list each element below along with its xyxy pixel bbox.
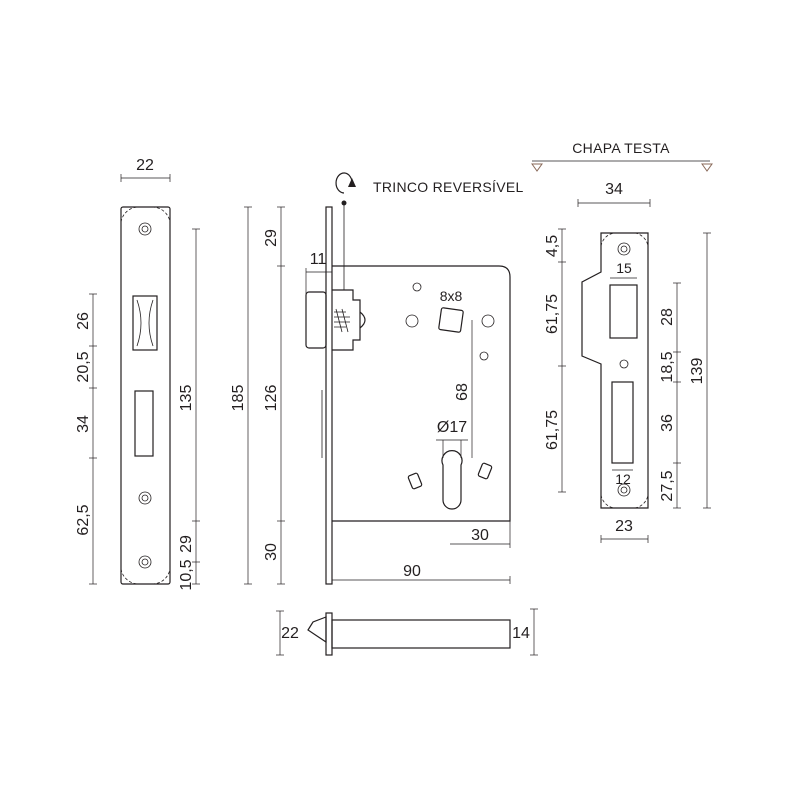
strike-23-label: 23 bbox=[615, 518, 633, 535]
strike-36-label: 36 bbox=[659, 414, 676, 432]
square-8x8-label: 8x8 bbox=[440, 288, 463, 304]
strike-plate-view: CHAPA TESTA 34 15 12 23 bbox=[531, 140, 713, 543]
latch-14-label: 14 bbox=[512, 625, 530, 642]
front-plate-10-5-label: 10,5 bbox=[178, 559, 195, 590]
front-plate-width-label: 22 bbox=[136, 157, 154, 174]
lock-body-126-label: 126 bbox=[263, 385, 280, 412]
strike-15-label: 15 bbox=[616, 260, 632, 276]
strike-28-label: 28 bbox=[659, 308, 676, 326]
lock-body-90-label: 90 bbox=[403, 563, 421, 580]
front-plate-29-label: 29 bbox=[178, 535, 195, 553]
lock-body-30-bottom-label: 30 bbox=[471, 527, 489, 544]
strike-4-5-label: 4,5 bbox=[544, 235, 561, 257]
strike-61-75-b-label: 61,75 bbox=[544, 410, 561, 450]
strike-139-label: 139 bbox=[689, 358, 706, 385]
lock-body-view: 185 29 126 30 11 TRINCO REVERSÍVEL bbox=[230, 172, 524, 585]
strike-27-5-label: 27,5 bbox=[659, 470, 676, 501]
front-plate-20-5-label: 20,5 bbox=[75, 351, 92, 382]
front-plate-62-5-label: 62,5 bbox=[75, 504, 92, 535]
front-plate-view: 22 26 20,5 34 62,5 135 bbox=[75, 157, 200, 591]
front-plate-135-label: 135 bbox=[178, 385, 195, 412]
front-plate-34-label: 34 bbox=[75, 415, 92, 433]
lock-body-29-label: 29 bbox=[263, 229, 280, 247]
strike-61-75-a-label: 61,75 bbox=[544, 294, 561, 334]
trinco-label: TRINCO REVERSÍVEL bbox=[373, 179, 524, 195]
lock-body-68-label: 68 bbox=[454, 383, 471, 401]
strike-12-label: 12 bbox=[615, 471, 631, 487]
chapa-testa-label: CHAPA TESTA bbox=[572, 140, 670, 156]
lock-body-30-left-label: 30 bbox=[263, 543, 280, 561]
latch-22-label: 22 bbox=[281, 625, 299, 642]
latch-bottom-view: 22 14 bbox=[276, 608, 538, 656]
lock-body-11-label: 11 bbox=[310, 251, 327, 268]
strike-34-label: 34 bbox=[605, 181, 623, 198]
lock-body-185-label: 185 bbox=[230, 385, 247, 412]
front-plate-26-label: 26 bbox=[75, 312, 92, 330]
strike-18-5-label: 18,5 bbox=[659, 351, 676, 382]
diameter-17-label: Ø17 bbox=[437, 419, 467, 436]
